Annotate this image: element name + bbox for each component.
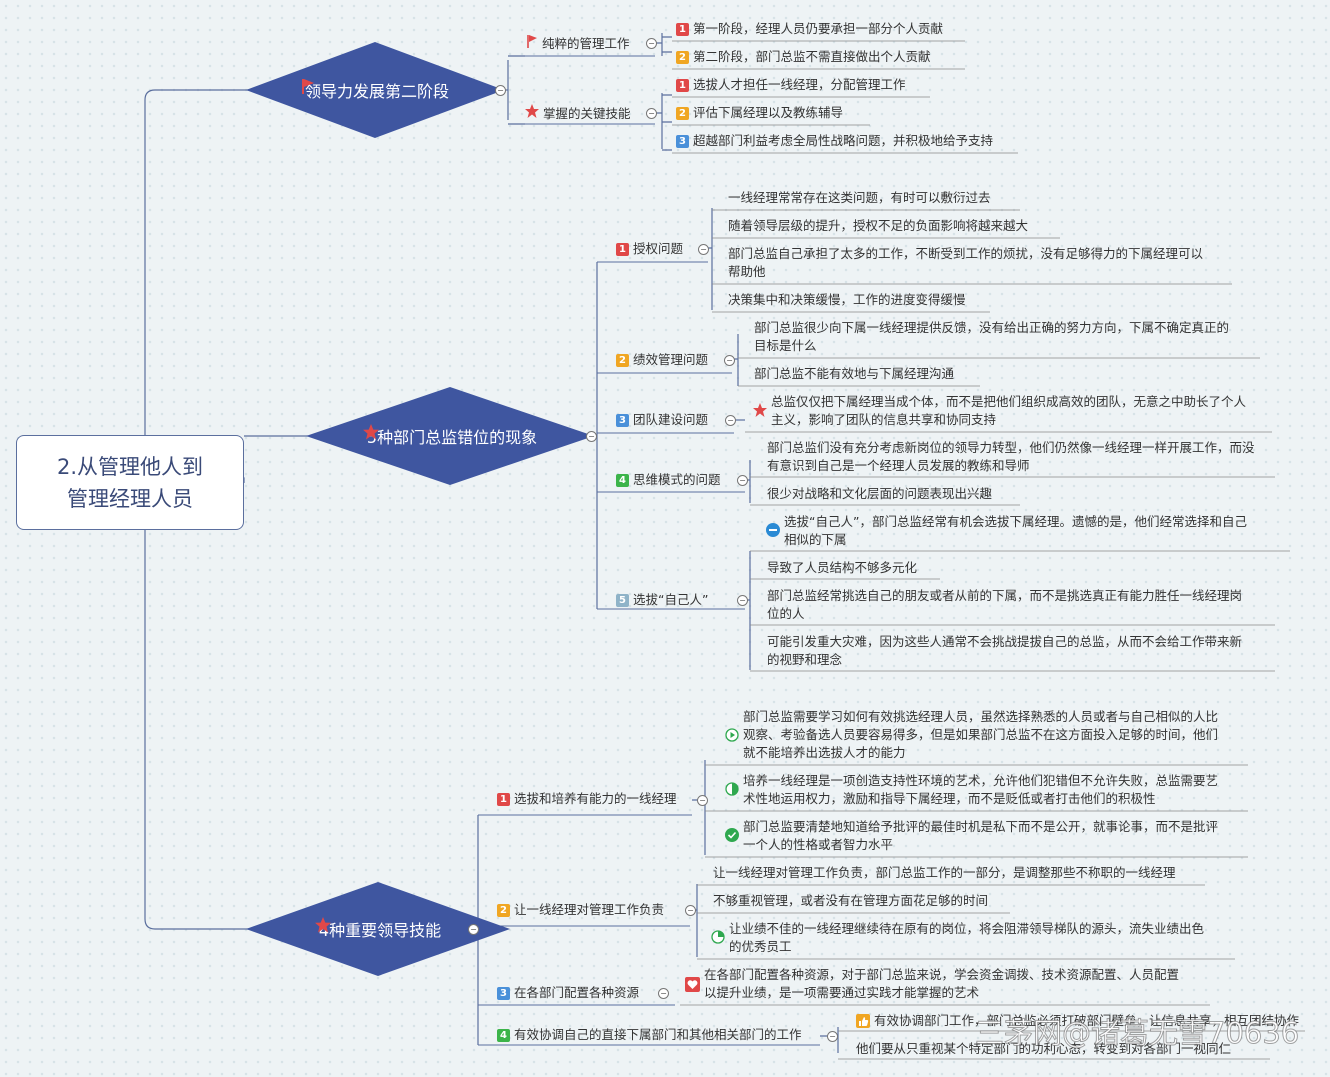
collapse-toggle[interactable]: − [724, 355, 735, 366]
leaf-text: 一线经理常常存在这类问题，有时可以敷衍过去 [728, 190, 991, 205]
branch-five-misplacements[interactable]: 5种部门总监错位的现象 [306, 387, 594, 485]
branch-leadership-stage-two[interactable]: 领导力发展第二阶段 [246, 42, 504, 138]
branch-label: 4种重要领导技能 [318, 921, 442, 940]
topic-label: 掌握的关键技能 [543, 105, 631, 121]
star-icon [753, 403, 767, 420]
topic-pure-management[interactable]: 纯粹的管理工作 [526, 34, 630, 53]
collapse-toggle[interactable]: − [646, 108, 657, 119]
branch-label: 5种部门总监错位的现象 [366, 428, 538, 447]
leaf-text: 导致了人员结构不够多元化 [767, 560, 918, 575]
collapse-toggle[interactable]: − [658, 988, 669, 999]
progress-quarter-icon [711, 930, 725, 947]
leaf-text: 部门总监自己承担了太多的工作，不断受到工作的烦扰，没有足够得力的下属经理可以 帮… [728, 246, 1204, 279]
root-topic[interactable]: 2.从管理他人到 管理经理人员 [16, 435, 244, 530]
leaf-text: 可能引发重大灾难，因为这些人通常不会挑战提拔自己的总监，从而不会给工作带来新 的… [767, 634, 1243, 667]
leaf-text: 部门总监经常挑选自己的朋友或者从前的下属，而不是挑选真正有能力胜任一线经理岗 位… [767, 588, 1243, 621]
leaf-text: 部门总监们没有充分考虑新岗位的领导力转型，他们仍然像一线经理一样开展工作，而没 … [767, 440, 1255, 473]
leaf-text: 让一线经理对管理工作负责，部门总监工作的一部分，是调整那些不称职的一线经理 [713, 865, 1176, 880]
leaf-text: 有效协调部门工作，部门总监必须打破部门壁垒，让信息共享，相互团结协作 [874, 1013, 1300, 1028]
leaf-text: 选拔“自己人”，部门总监经常有机会选拔下属经理。遗憾的是，他们经常选择和自己 相… [784, 514, 1247, 547]
minus-circle-icon [766, 523, 780, 540]
play-circle-icon [725, 728, 739, 745]
leaf-text: 部门总监需要学习如何有效挑选经理人员，虽然选择熟悉的人员或者与自己相似的人比 观… [743, 709, 1219, 760]
collapse-toggle[interactable]: − [468, 924, 479, 935]
leaf-text: 不够重视管理，或者没有在管理方面花足够的时间 [713, 893, 989, 908]
collapse-toggle[interactable]: − [495, 85, 506, 96]
leaf-text: 部门总监很少向下属一线经理提供反馈，没有给出正确的努力方向，下属不确定真正的 目… [754, 320, 1230, 353]
branch-four-skills[interactable]: 4种重要领导技能 [246, 882, 510, 976]
leaf-text: 部门总监不能有效地与下属经理沟通 [754, 366, 955, 381]
leaf-text: 总监仅仅把下属经理当成个体，而不是把他们组织成高效的团队，无意之中助长了个人 主… [771, 394, 1247, 427]
topic-key-skills[interactable]: 掌握的关键技能 [525, 104, 631, 123]
collapse-toggle[interactable]: − [698, 244, 709, 255]
collapse-toggle[interactable]: − [697, 795, 708, 806]
leaf-text: 很少对战略和文化层面的问题表现出兴趣 [767, 486, 993, 501]
leaf-text: 决策集中和决策缓慢，工作的进度变得缓慢 [728, 292, 966, 307]
branch-label: 领导力发展第二阶段 [304, 82, 449, 101]
collapse-toggle[interactable]: − [685, 905, 696, 916]
leaf-text: 他们要从只重视某个特定部门的功利心态，转变到对各部门一视同仁 [856, 1041, 1232, 1056]
collapse-toggle[interactable]: − [646, 38, 657, 49]
collapse-toggle[interactable]: − [737, 595, 748, 606]
root-topic-label: 2.从管理他人到 管理经理人员 [56, 454, 204, 511]
flag-icon [526, 34, 538, 53]
collapse-toggle[interactable]: − [827, 1031, 838, 1042]
leaf-text: 随着领导层级的提升，授权不足的负面影响将越来越大 [728, 218, 1029, 233]
collapse-toggle[interactable]: − [737, 475, 748, 486]
leaf-text: 培养一线经理是一项创造支持性环境的艺术，允许他们犯错但不允许失败，总监需要艺 术… [743, 773, 1219, 806]
heart-icon [685, 977, 700, 995]
star-icon [525, 104, 539, 123]
check-circle-icon [725, 828, 739, 845]
progress-half-icon [725, 782, 739, 799]
watermark: 三茅网@诸葛无雪70636 [974, 1016, 1300, 1051]
collapse-toggle[interactable]: − [586, 431, 597, 442]
leaf-text: 让业绩不佳的一线经理继续待在原有的岗位，将会阻滞领导梯队的源头，流失业绩出色 的… [729, 921, 1205, 954]
collapse-toggle[interactable]: − [725, 415, 736, 426]
leaf-text: 部门总监要清楚地知道给予批评的最佳时机是私下而不是公开，就事论事，而不是批评 一… [743, 819, 1219, 852]
topic-label: 纯粹的管理工作 [542, 35, 630, 51]
leaf-text: 在各部门配置各种资源，对于部门总监来说，学会资金调拨、技术资源配置、人员配置 以… [704, 967, 1180, 1000]
thumbs-up-icon [856, 1014, 870, 1031]
